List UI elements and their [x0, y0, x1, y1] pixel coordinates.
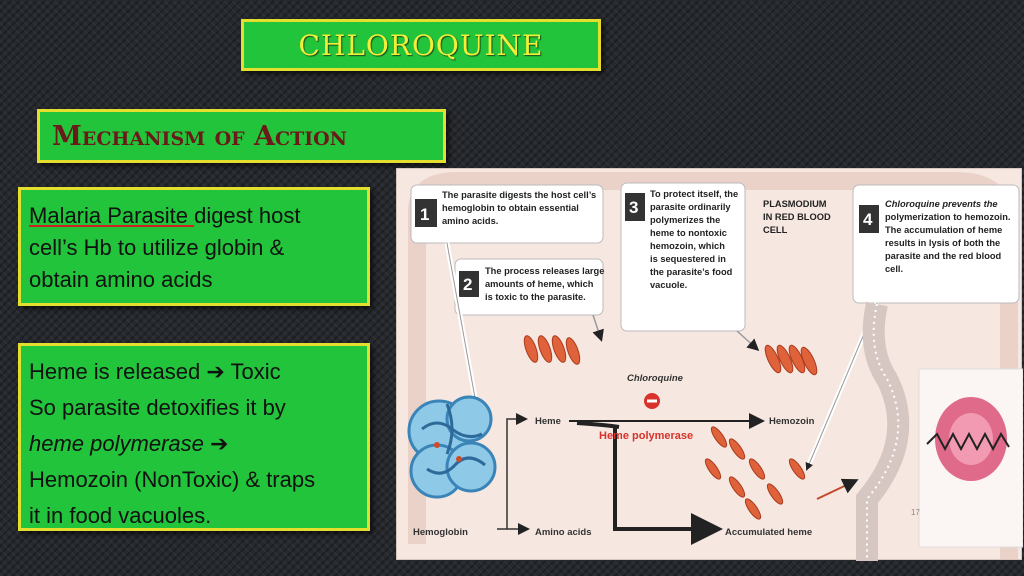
arrow-to-heme: [497, 413, 528, 530]
step3-text-2: parasite ordinarily: [650, 202, 731, 212]
step4-text-6: cell.: [885, 264, 903, 274]
step3-text-6: is sequestered in: [650, 254, 726, 264]
step1-text-2: hemoglobin to obtain essential: [442, 203, 579, 213]
step3-number: 3: [629, 198, 638, 217]
step2-text-2: amounts of heme, which: [485, 279, 594, 289]
step4-text-2: polymerization to hemozoin.: [885, 212, 1011, 222]
step4-text-4: results in lysis of both the: [885, 238, 1000, 248]
box1-line1: Malaria Parasite digest host: [29, 200, 359, 232]
box1-line2: cell’s Hb to utilize globin &: [29, 235, 285, 260]
chloroquine-label: Chloroquine: [627, 373, 684, 384]
step4-badge: [859, 205, 879, 233]
arrow-right-icon: ➔: [210, 431, 229, 456]
plasmodium-label-1: PLASMODIUM: [763, 199, 827, 209]
step1-number: 1: [420, 205, 429, 224]
step3-badge: [625, 193, 645, 221]
hemozoin-label: Hemozoin: [769, 416, 815, 427]
step3-text-3: polymerizes the: [650, 215, 720, 225]
accumulated-heme-capsules: [704, 426, 806, 520]
box2-italic-enzyme: heme polymerase: [29, 431, 204, 456]
step4-text-1: Chloroquine prevents the: [885, 199, 998, 209]
step4-text-5: parasite and the red blood: [885, 251, 1002, 261]
hemozoin-capsules: [764, 344, 818, 376]
step2-number: 2: [463, 275, 472, 294]
step3-text-1: To protect itself, the: [650, 189, 738, 199]
step2-text-1: The process releases large: [485, 266, 604, 276]
plasmodium-label-3: CELL: [763, 225, 788, 235]
box1-line3: obtain amino acids: [29, 267, 213, 292]
pointer-arrow-1-line: [446, 242, 480, 411]
page-number: 17: [911, 508, 920, 517]
step4-number: 4: [863, 210, 873, 229]
slide-title-text: CHLOROQUINE: [298, 28, 544, 62]
hemoglobin-molecule: [407, 395, 497, 499]
release-arrow: [816, 478, 859, 500]
heme-capsules: [523, 335, 581, 365]
box2-line3: heme polymerase ➔: [29, 426, 359, 462]
hemoglobin-label: Hemoglobin: [413, 527, 468, 538]
heme-thick-stroke: [576, 421, 620, 429]
step4-callout: [852, 184, 1020, 304]
amino-acids-label: Amino acids: [535, 527, 592, 538]
step1-badge: [415, 199, 437, 227]
mechanism-diagram: 1 The parasite digests the host cell’s h…: [396, 168, 1024, 561]
box2-line2: So parasite detoxifies it by: [29, 395, 286, 420]
step3-callout: [620, 182, 746, 332]
step1-callout: [410, 184, 604, 244]
heme-polymerase-label: Heme polymerase: [599, 430, 693, 442]
digestion-text-box: Malaria Parasite digest host cell’s Hb t…: [18, 187, 370, 306]
box2-line5: it in food vacuoles.: [29, 503, 212, 528]
mechanism-diagram-svg: 1 The parasite digests the host cell’s h…: [407, 172, 1024, 561]
step1-text-3: amino acids.: [442, 216, 498, 226]
box2-line1-toxic: Toxic: [230, 359, 281, 384]
detox-text-box: Heme is released ➔ Toxic So parasite det…: [18, 343, 370, 531]
heme-label: Heme: [535, 416, 561, 427]
lysis-zigzag: [926, 431, 1010, 452]
box1-underlined: Malaria Parasite: [29, 203, 195, 228]
section-heading: Mechanism of Action: [37, 109, 446, 163]
parasite-membrane: [856, 301, 910, 561]
box1-rest: digest host: [194, 203, 301, 228]
step3-text-7: the parasite’s food: [650, 267, 733, 277]
pointer-arrow-3: [736, 330, 760, 352]
step1-text-1: The parasite digests the host cell’s: [442, 190, 596, 200]
section-heading-text: Mechanism of Action: [52, 120, 348, 152]
plasmodium-label-2: IN RED BLOOD: [763, 212, 831, 222]
box2-line1: Heme is released ➔ Toxic: [29, 354, 359, 390]
step3-text-5: hemozoin, which: [650, 241, 725, 251]
step2-badge: [459, 271, 479, 297]
arrow-right-icon: ➔: [206, 359, 225, 384]
step2-text-3: is toxic to the parasite.: [485, 292, 586, 302]
step3-text-4: heme to nontoxic: [650, 228, 727, 238]
step4-text-3: The accumulation of heme: [885, 225, 1002, 235]
pointer-arrow-2: [592, 314, 604, 342]
box2-line1-text: Heme is released: [29, 359, 201, 384]
accumulation-arrow: [613, 427, 723, 545]
accumulated-heme-label: Accumulated heme: [725, 527, 812, 538]
inhibit-icon-bar: [647, 399, 657, 403]
slide-title: CHLOROQUINE: [241, 19, 601, 71]
box2-line4: Hemozoin (NonToxic) & traps: [29, 467, 316, 492]
step3-text-8: vacuole.: [650, 280, 687, 290]
